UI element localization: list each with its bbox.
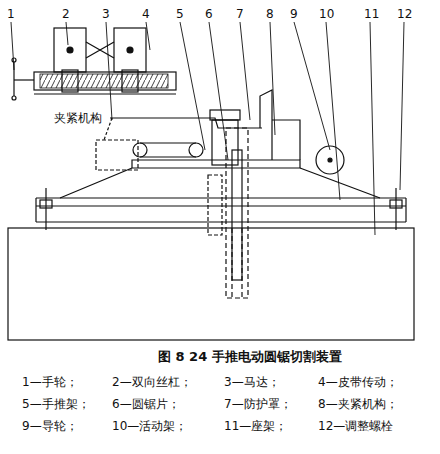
part-key: 5—手推架； xyxy=(22,398,90,410)
callout-number: 5 xyxy=(176,8,184,20)
callout-number: 6 xyxy=(205,8,213,20)
part-key: 1—手轮； xyxy=(22,376,78,388)
part-key: 3—马达； xyxy=(224,376,280,388)
callout-number: 4 xyxy=(142,8,150,20)
part-key: 4—皮带传动； xyxy=(318,376,398,388)
callout-number: 11 xyxy=(364,8,379,20)
callout-number: 2 xyxy=(62,8,70,20)
callout-number: 12 xyxy=(397,8,412,20)
callout-number: 1 xyxy=(7,8,15,20)
callout-number: 8 xyxy=(266,8,274,20)
part-key: 2—双向丝杠； xyxy=(112,376,192,388)
part-key: 10—活动架； xyxy=(112,420,187,432)
callout-number: 7 xyxy=(236,8,244,20)
callout-number: 3 xyxy=(102,8,110,20)
part-key: 12—调整螺栓 xyxy=(318,420,393,432)
part-key: 6—圆锯片； xyxy=(112,398,180,410)
part-key: 11—座架； xyxy=(224,420,287,432)
callout-number: 10 xyxy=(319,8,334,20)
figure-caption: 图 8 24 手推电动圆锯切割装置 xyxy=(158,350,342,363)
callout-number: 9 xyxy=(290,8,298,20)
inset-label: 夹紧机构 xyxy=(54,112,102,124)
part-key: 7—防护罩； xyxy=(224,398,292,410)
part-key: 9—导轮； xyxy=(22,420,78,432)
part-key: 8—夹紧机构； xyxy=(318,398,398,410)
